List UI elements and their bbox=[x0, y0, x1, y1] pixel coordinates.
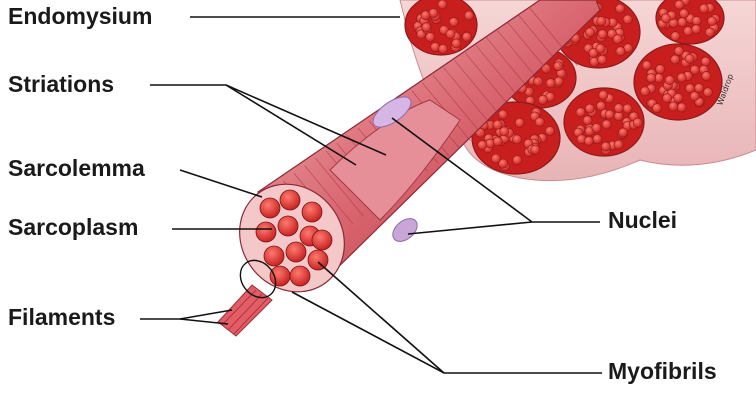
myofibril-end bbox=[280, 190, 300, 210]
myofibril-end bbox=[286, 242, 306, 262]
fascicle bbox=[405, 0, 477, 55]
label-sarcolemma: Sarcolemma bbox=[8, 157, 145, 180]
label-sarcoplasm: Sarcoplasm bbox=[8, 216, 138, 239]
myofibril-end bbox=[290, 266, 310, 286]
sarcolemma-leader bbox=[180, 170, 262, 197]
nucleus bbox=[388, 214, 421, 246]
label-nuclei: Nuclei bbox=[608, 209, 677, 232]
myofibril-end bbox=[302, 202, 322, 222]
filaments-leader bbox=[140, 310, 232, 319]
myofibril-end bbox=[264, 246, 284, 266]
myofibril-end bbox=[308, 250, 328, 270]
label-filaments: Filaments bbox=[8, 306, 115, 329]
myofibril-end bbox=[256, 222, 276, 242]
label-myofibrils: Myofibrils bbox=[608, 360, 717, 383]
myofibril-end bbox=[270, 266, 290, 286]
myofibrils-leader bbox=[292, 292, 602, 373]
label-striations: Striations bbox=[8, 73, 114, 96]
label-endomysium: Endomysium bbox=[8, 5, 152, 28]
fascicle bbox=[564, 88, 644, 156]
nuclei-leader-2 bbox=[408, 222, 532, 234]
myofibril-end bbox=[312, 230, 332, 250]
striations-leader-2 bbox=[226, 85, 386, 155]
myofibril-end bbox=[260, 198, 280, 218]
myofibrils-leader-2 bbox=[318, 262, 444, 373]
myofibril-end bbox=[278, 216, 298, 236]
fascicle bbox=[634, 44, 722, 120]
